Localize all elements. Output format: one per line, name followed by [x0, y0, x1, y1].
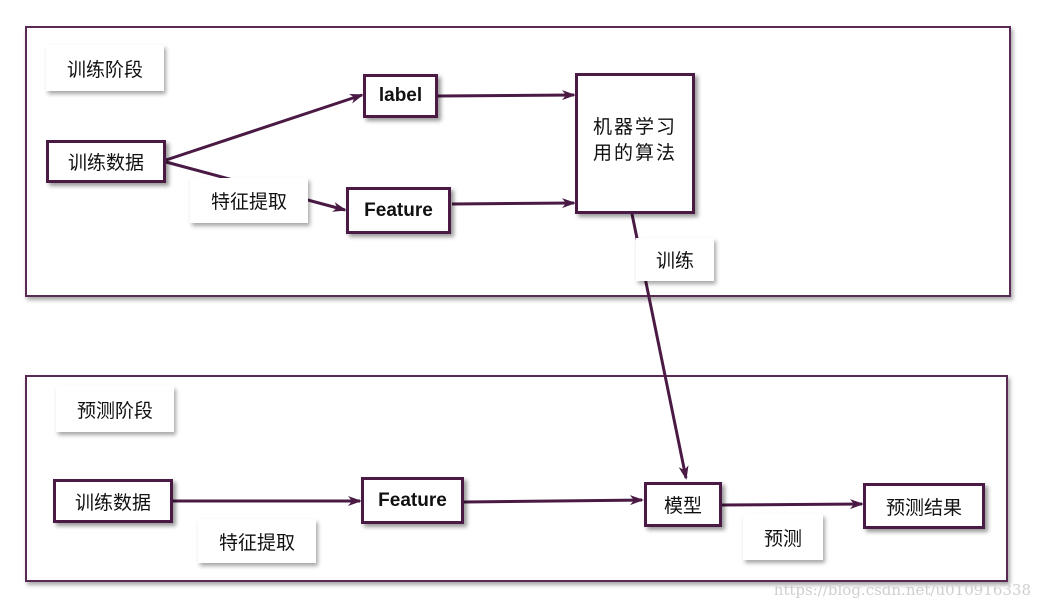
arrow-model-to-result — [721, 499, 864, 510]
train-edge-label: 训练 — [636, 238, 714, 281]
algorithm-node: 机器学习 用的算法 — [575, 73, 695, 214]
prediction-feature-node: Feature — [361, 477, 464, 524]
prediction-stage-panel — [25, 375, 1008, 582]
feature-extraction-label: 特征提取 — [190, 178, 308, 223]
algorithm-label-line1: 机器学习 — [592, 116, 677, 138]
model-node: 模型 — [644, 482, 722, 527]
arrow-pred-feature-to-model — [463, 495, 644, 506]
prediction-result-node: 预测结果 — [863, 483, 985, 529]
training-stage-title: 训练阶段 — [46, 45, 164, 91]
feature-node: Feature — [346, 187, 451, 234]
algorithm-label-line2: 用的算法 — [592, 142, 677, 164]
training-stage-panel — [25, 26, 1011, 297]
predict-edge-label: 预测 — [743, 514, 823, 560]
arrow-training-data-to-label — [165, 93, 364, 162]
arrow-label-to-algorithm — [437, 90, 576, 101]
watermark: https://blog.csdn.net/u010916338 — [773, 581, 1031, 599]
label-node: label — [363, 74, 438, 118]
prediction-training-data-node: 训练数据 — [53, 479, 173, 523]
prediction-stage-title: 预测阶段 — [56, 386, 174, 432]
prediction-feature-extraction-label: 特征提取 — [198, 519, 316, 563]
training-data-node: 训练数据 — [46, 140, 166, 183]
arrow-feature-to-algorithm — [451, 198, 576, 209]
